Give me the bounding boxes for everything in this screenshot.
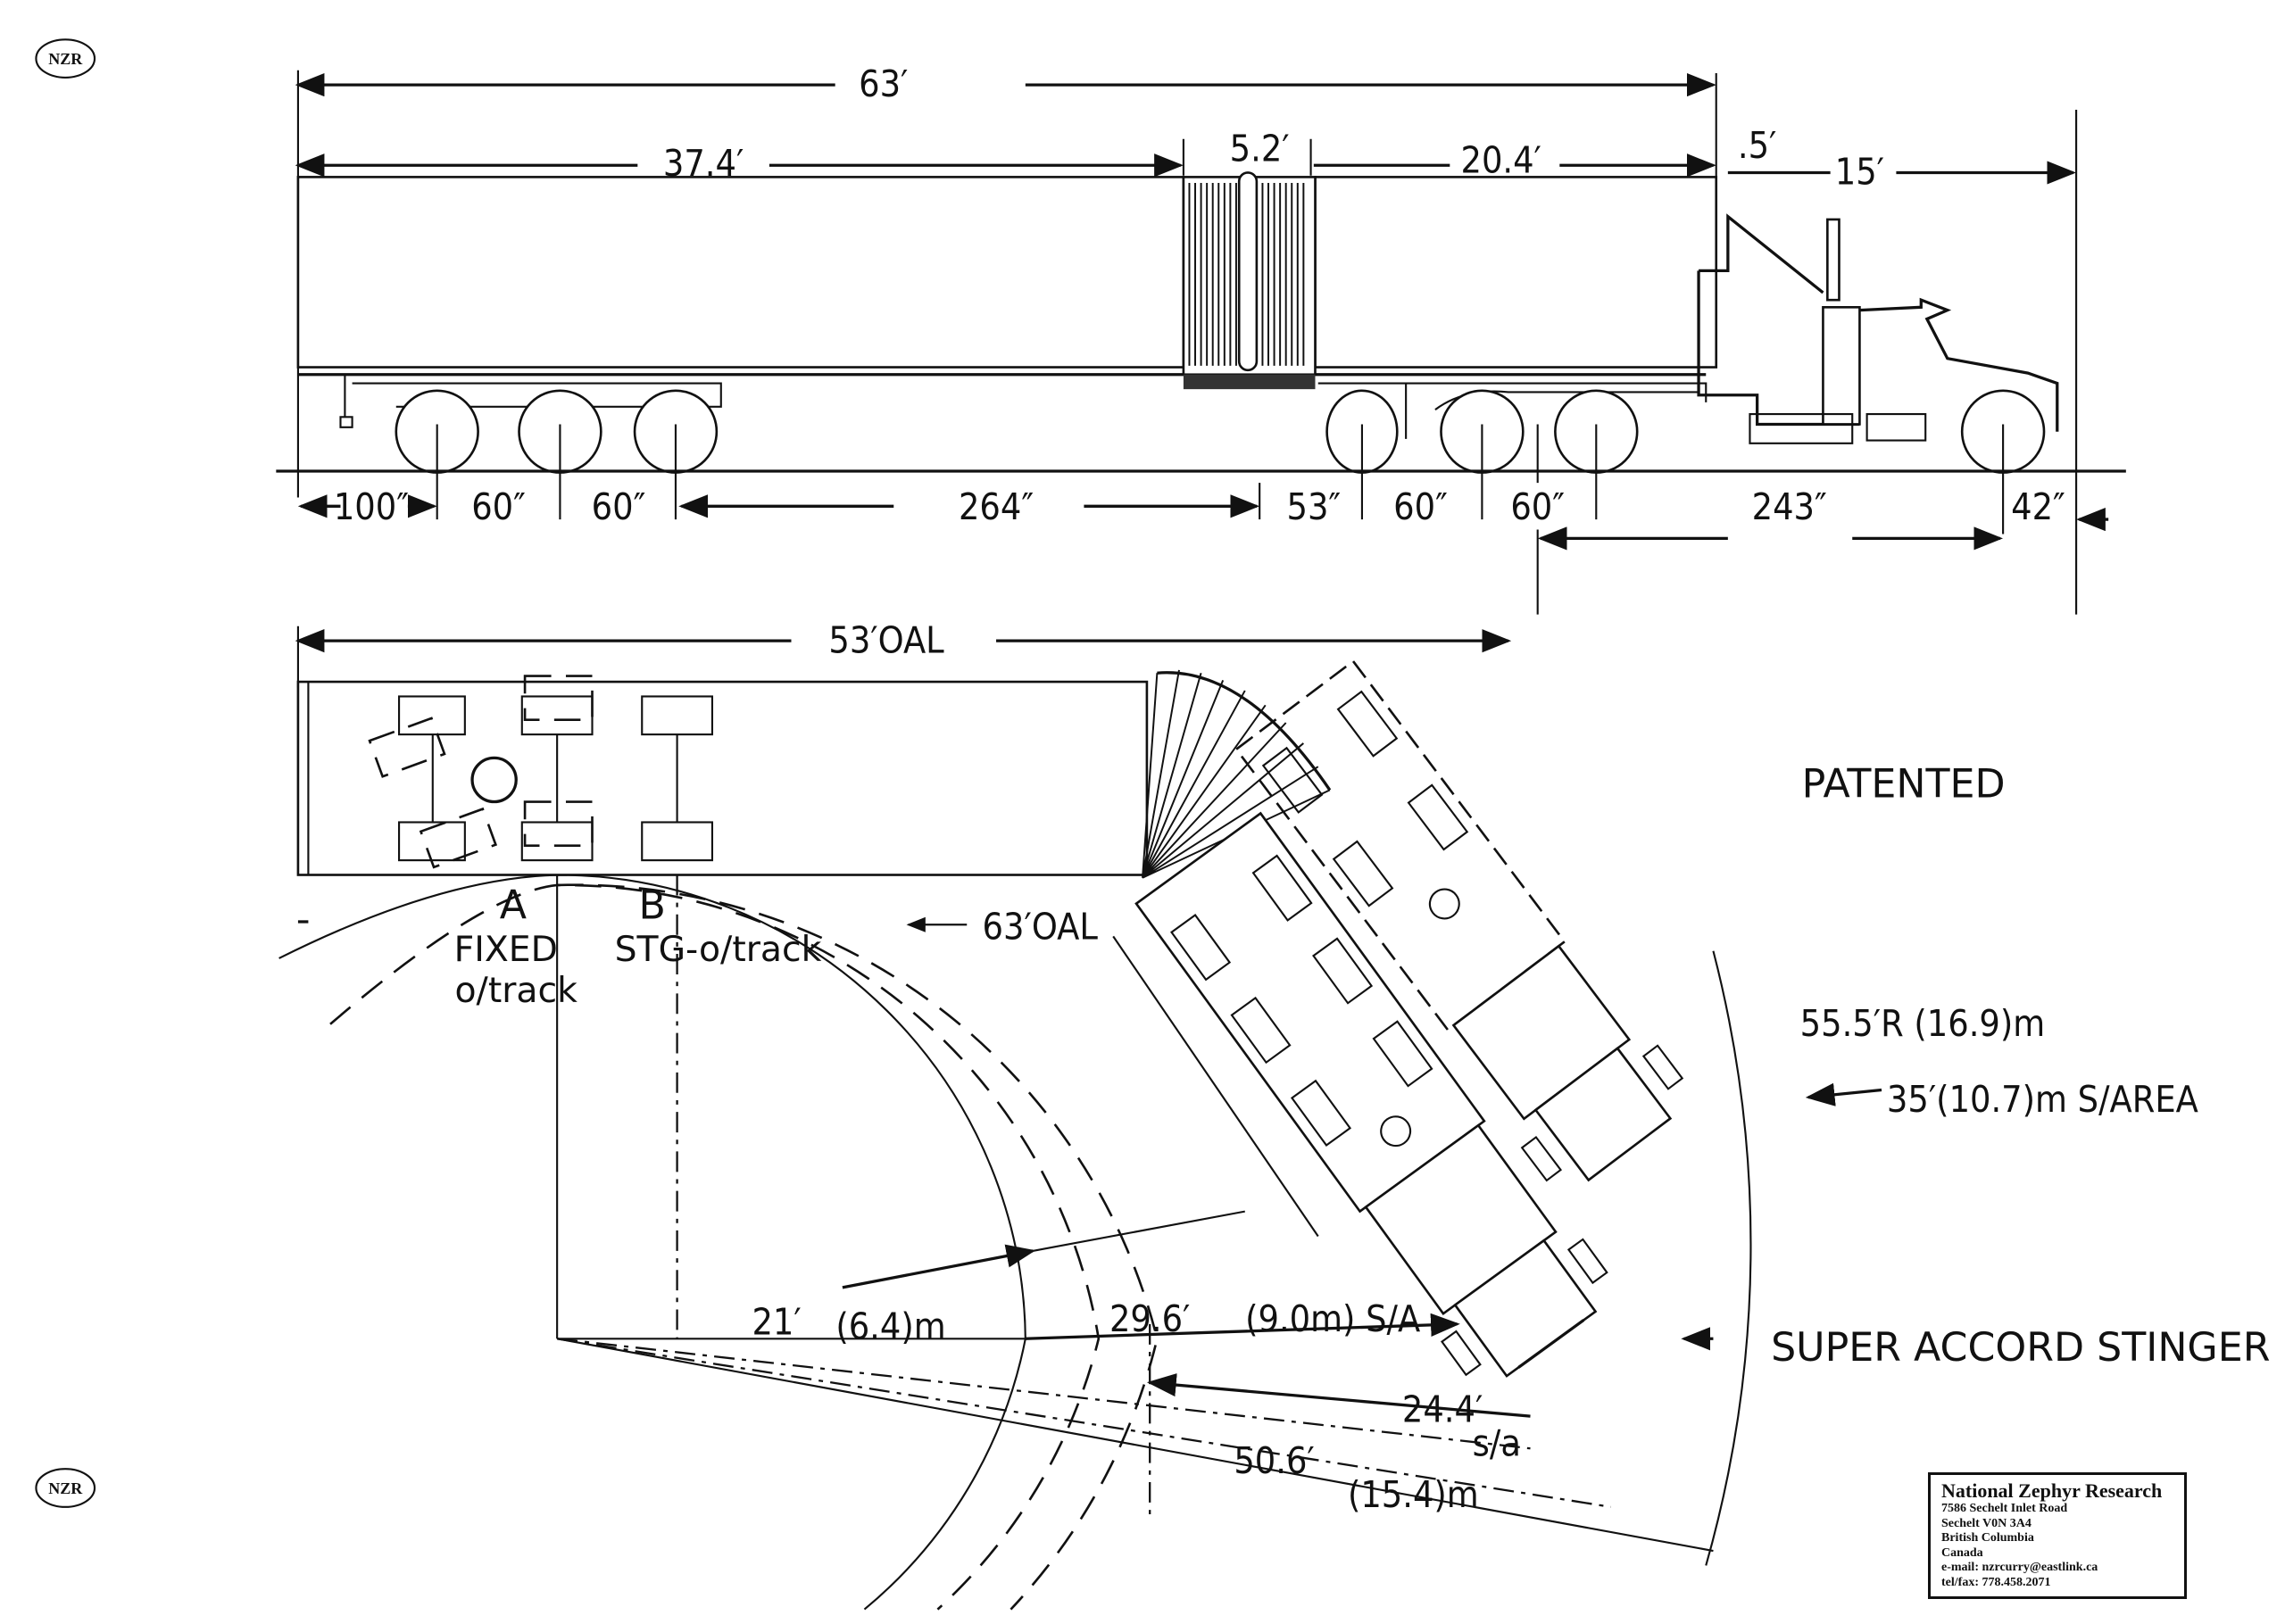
radius-21: 21′	[752, 1300, 801, 1343]
dim-tractor: 15′	[1835, 151, 1884, 194]
rear-trailer-body	[1314, 176, 1718, 369]
radius-29-metric: (9.0m) S/A	[1245, 1297, 1420, 1340]
articulated-unit-inner	[1134, 811, 1608, 1378]
outer-swept-arc	[1705, 950, 1752, 1566]
dim-trailer-oal: 53′OAL	[828, 618, 944, 661]
dim-bellows: 5.2′	[1230, 127, 1290, 170]
nzr-logo-top: NZR	[35, 38, 96, 79]
front-trailer-body	[296, 176, 1185, 369]
province-line: British Columbia	[1941, 1531, 2034, 1545]
side-view: 63′ 37.4′ 5.2′ 20.4′ .5′ 15′	[276, 62, 2126, 615]
dim-axle-5: 60″	[1393, 485, 1448, 528]
radius-29: 29.6′	[1109, 1297, 1190, 1340]
label-b: B	[639, 883, 666, 929]
dim-axle-1: 60″	[471, 485, 526, 528]
plan-view: 53′OAL	[278, 618, 2270, 1611]
swept-area-label: 35′(10.7)m S/AREA	[1887, 1078, 2198, 1121]
axle-layout	[368, 675, 714, 869]
svg-text:NZR: NZR	[48, 50, 83, 68]
contact-info-box: National Zephyr Research 7586 Sechelt In…	[1928, 1472, 2187, 1599]
dim-overall: 63′	[859, 62, 908, 105]
dim-axle-7: 243″	[1752, 485, 1827, 528]
email-line: e-mail: nzrcurry@eastlink.ca	[1941, 1561, 2098, 1574]
bellows-connector	[1182, 171, 1317, 390]
city-line: Sechelt V0N 3A4	[1941, 1516, 2032, 1530]
label-fixed-track: o/track	[454, 970, 577, 1011]
svg-text:NZR: NZR	[48, 1479, 83, 1497]
dim-axle-8: 42″	[2011, 485, 2065, 528]
dim-rear-trailer: 20.4′	[1460, 138, 1541, 181]
dim-axle-2: 60″	[592, 485, 646, 528]
label-stg-track: STG-o/track	[615, 929, 822, 970]
address-line: 7586 Sechelt Inlet Road	[1941, 1502, 2068, 1515]
dim-axle-3: 264″	[959, 485, 1034, 528]
trailer-plan	[296, 680, 1149, 876]
drawing-title: SUPER ACCORD STINGER	[1771, 1325, 2270, 1371]
outer-radius-label: 55.5′R (16.9)m	[1800, 1002, 2046, 1045]
wheels	[395, 389, 2046, 474]
phone-line: tel/fax: 778.458.2071	[1941, 1575, 2051, 1589]
dim-axle-0: 100″	[334, 485, 409, 528]
radius-24: 24.4′	[1402, 1388, 1483, 1431]
patented-label: PATENTED	[1802, 762, 2006, 808]
dim-combo-oal: 63′OAL	[983, 906, 1099, 949]
inner-track-arc	[278, 874, 1026, 1611]
dim-gap: .5′	[1738, 124, 1777, 167]
company-name: National Zephyr Research	[1941, 1479, 2163, 1502]
tractor-unit	[1697, 213, 2059, 444]
country-line: Canada	[1941, 1545, 1983, 1560]
nzr-logo-bottom: NZR	[35, 1468, 96, 1508]
articulated-unit-outer	[1234, 659, 1684, 1182]
label-a: A	[500, 883, 527, 929]
dim-axle-4: 53″	[1286, 485, 1341, 528]
radius-50-metric: (15.4)m	[1348, 1473, 1479, 1516]
label-fixed: FIXED	[454, 929, 558, 970]
radius-50: 50.6′	[1234, 1439, 1314, 1482]
kingpin-circle	[470, 756, 518, 804]
bellows-fan	[1142, 669, 1332, 879]
radius-24-sa: s/a	[1473, 1421, 1521, 1464]
radius-21-metric: (6.4)m	[835, 1305, 945, 1347]
dim-axle-6: 60″	[1510, 485, 1565, 528]
